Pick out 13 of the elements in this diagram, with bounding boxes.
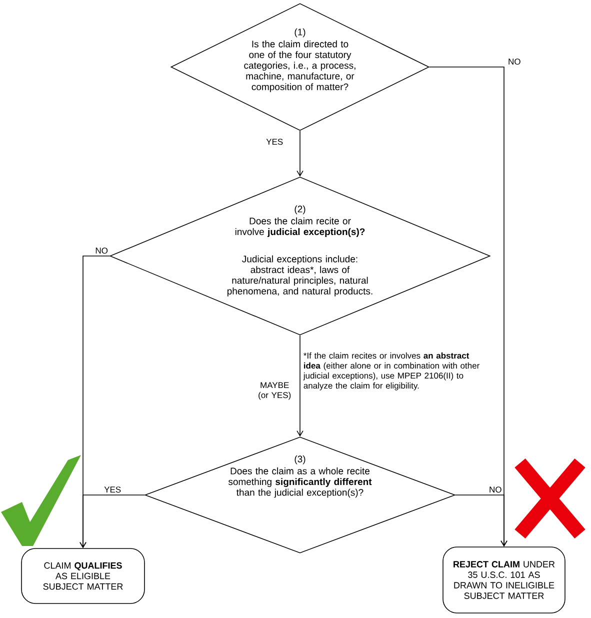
arrow [455,494,508,547]
terminal-box: CLAIM QUALIFIES AS ELIGIBLE SUBJECT MATTER [21,548,145,604]
arrow [80,494,145,548]
arrow [296,130,304,177]
edge-label: NO [96,248,108,254]
arrow [296,335,304,437]
edge-label: NO [508,58,520,65]
terminal-box: REJECT CLAIM UNDER 35 U.S.C. 101 AS DRAWN TO INELIGIBLE SUBJECT MATTER [442,546,566,614]
edge-label: NO [490,486,502,493]
edge-label: YES [104,486,121,493]
edge-label: YES [266,138,283,145]
edge-label: MAYBE (or YES) [258,382,291,400]
footnote-text: *If the claim recites or involves an abstract idea (either alone or in combination with other judicial exceptions), use MPEP 2106(II) to analyze the claim for eligibility. [303,352,480,390]
